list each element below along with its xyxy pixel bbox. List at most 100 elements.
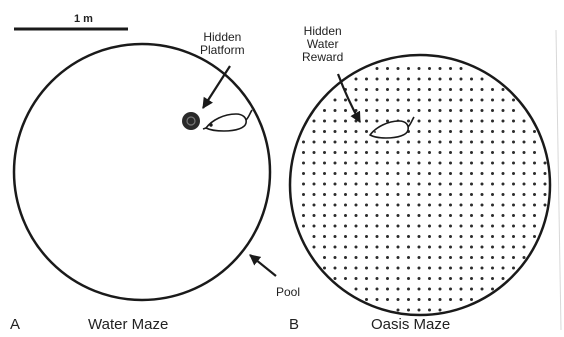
water-dot [460, 235, 463, 238]
water-dot [355, 288, 358, 291]
water-dot [502, 235, 505, 238]
water-dot [397, 183, 400, 186]
water-dot [365, 204, 368, 207]
water-dot [428, 277, 431, 280]
water-dot [418, 225, 421, 228]
water-dot [407, 99, 410, 102]
water-dot [418, 193, 421, 196]
water-dot [397, 99, 400, 102]
water-dot [355, 256, 358, 259]
water-dot [418, 99, 421, 102]
water-dot [481, 78, 484, 81]
water-dot [313, 162, 316, 165]
water-dot [523, 193, 526, 196]
water-dot [512, 183, 515, 186]
water-dot [418, 109, 421, 112]
water-dot [428, 99, 431, 102]
water-dot [523, 141, 526, 144]
water-dot [397, 256, 400, 259]
water-dot [365, 288, 368, 291]
water-dot [334, 256, 337, 259]
water-dot [344, 235, 347, 238]
water-dot [523, 204, 526, 207]
platform-arrow [203, 66, 230, 108]
water-dot [449, 99, 452, 102]
water-dot [407, 246, 410, 249]
panel-b-caption: Oasis Maze [371, 316, 450, 333]
water-dot [386, 151, 389, 154]
water-dot [491, 288, 494, 291]
water-dot [386, 193, 389, 196]
water-dot [344, 256, 347, 259]
water-dot [418, 88, 421, 91]
water-dot [470, 162, 473, 165]
water-dot [418, 67, 421, 70]
water-dot [323, 193, 326, 196]
water-dot [449, 288, 452, 291]
water-dot [376, 141, 379, 144]
water-dot [470, 88, 473, 91]
water-dot [481, 99, 484, 102]
water-dot [355, 141, 358, 144]
water-dot [439, 99, 442, 102]
water-dot [460, 109, 463, 112]
water-dot [376, 109, 379, 112]
water-dot [544, 172, 547, 175]
water-dot [523, 214, 526, 217]
water-dot [334, 246, 337, 249]
water-dot [460, 277, 463, 280]
water-dot [439, 78, 442, 81]
water-dot [334, 151, 337, 154]
water-dot [449, 298, 452, 301]
water-dot [481, 162, 484, 165]
water-dot [470, 141, 473, 144]
water-dot [470, 109, 473, 112]
water-dot [365, 88, 368, 91]
water-dot [533, 151, 536, 154]
water-dot [302, 141, 305, 144]
water-dot [491, 193, 494, 196]
water-dot [439, 204, 442, 207]
water-dot [334, 130, 337, 133]
water-dot [376, 235, 379, 238]
water-dot [523, 246, 526, 249]
water-dot [386, 204, 389, 207]
water-dot [428, 267, 431, 270]
water-dot [439, 277, 442, 280]
water-dot [428, 120, 431, 123]
water-dot [512, 162, 515, 165]
water-dot [512, 267, 515, 270]
water-dot [334, 141, 337, 144]
water-dot [491, 246, 494, 249]
water-dot [428, 67, 431, 70]
water-dot [460, 88, 463, 91]
water-dot [418, 267, 421, 270]
water-dot [428, 225, 431, 228]
water-dot [365, 99, 368, 102]
water-dot [386, 141, 389, 144]
water-dot [512, 256, 515, 259]
water-dot [544, 204, 547, 207]
water-dot [344, 225, 347, 228]
water-dot [397, 151, 400, 154]
water-dot [523, 162, 526, 165]
water-dot [355, 183, 358, 186]
water-dot [355, 120, 358, 123]
water-dot [481, 214, 484, 217]
water-dot [344, 141, 347, 144]
water-dot [313, 141, 316, 144]
water-dot [502, 120, 505, 123]
water-dot [481, 151, 484, 154]
water-dot [481, 267, 484, 270]
water-dot [502, 193, 505, 196]
water-dot [460, 172, 463, 175]
water-dot [533, 214, 536, 217]
water-dot [397, 225, 400, 228]
water-dot [323, 235, 326, 238]
water-dot [418, 277, 421, 280]
water-dot [481, 88, 484, 91]
water-dot [376, 204, 379, 207]
water-dot [407, 298, 410, 301]
water-dot [344, 183, 347, 186]
edge-line [556, 30, 561, 330]
